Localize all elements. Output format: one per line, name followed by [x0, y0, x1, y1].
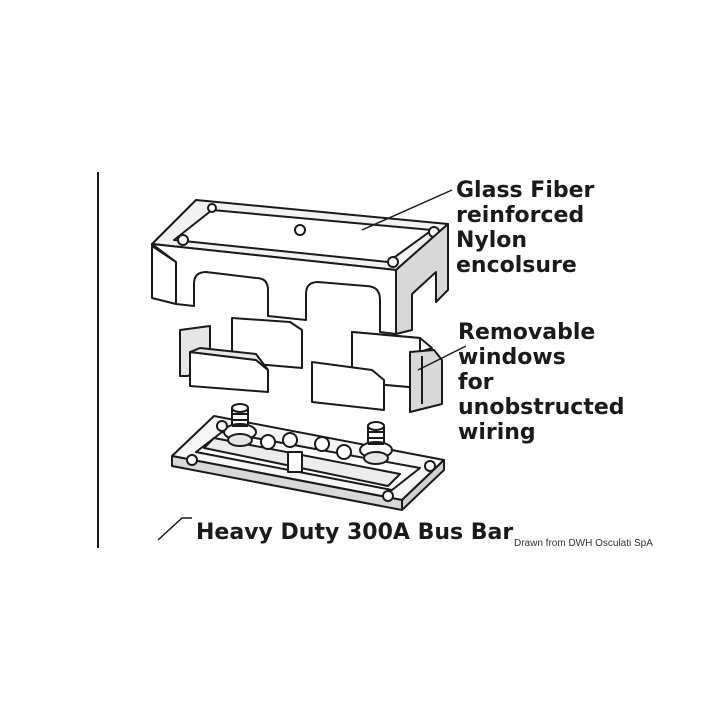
- bus-bar-leader-line: [157, 517, 192, 541]
- enclosure-label-line-3: Nylon: [456, 228, 528, 253]
- enclosure-label: Glass Fiber reinforced Nylon encolsure: [456, 178, 594, 278]
- windows-label-line-4: unobstructed: [458, 395, 625, 420]
- enclosure-leader-line: [361, 189, 453, 231]
- windows-label-line-5: wiring: [458, 420, 536, 445]
- credit-text: Drawn from DWH Osculati SpA: [514, 538, 653, 549]
- vertical-divider: [97, 172, 99, 548]
- bus-bar-label: Heavy Duty 300A Bus Bar: [196, 520, 514, 545]
- enclosure-label-line-1: Glass Fiber: [456, 178, 595, 203]
- enclosure-label-line-2: reinforced: [456, 203, 585, 228]
- windows-label-line-3: for: [458, 370, 494, 395]
- windows-label-line-2: windows: [458, 345, 566, 370]
- enclosure-cover: [151, 199, 449, 335]
- enclosure-label-line-4: encolsure: [456, 253, 577, 278]
- windows-label: Removable windows for unobstructed wirin…: [458, 320, 625, 445]
- windows-leader-line: [417, 345, 467, 371]
- windows-label-line-1: Removable: [458, 320, 596, 345]
- removable-windows: [179, 317, 443, 413]
- bus-bar-base: [171, 403, 445, 511]
